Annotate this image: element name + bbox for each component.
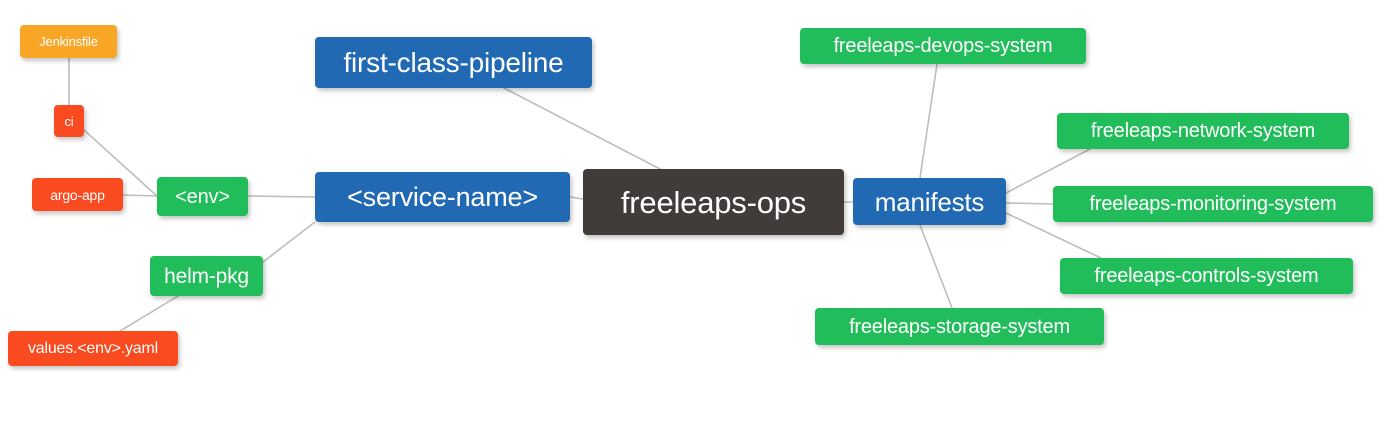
edge-manifests-to-freeleaps-devops-system <box>919 63 938 179</box>
node-label: values.<env>.yaml <box>27 339 158 357</box>
mindmap-node-freeleaps-monitoring-system[interactable]: freeleaps-monitoring-system <box>1053 186 1373 222</box>
node-label: freeleaps-monitoring-system <box>1089 193 1337 215</box>
edge-manifests-to-freeleaps-monitoring-system <box>1005 202 1054 205</box>
node-label: ci <box>64 113 74 129</box>
mindmap-node-argo-app[interactable]: argo-app <box>32 178 123 211</box>
node-label: Jenkinsfile <box>39 34 98 49</box>
edge-argo-app-to-env <box>122 194 158 197</box>
edge-manifests-to-freeleaps-storage-system <box>919 224 953 309</box>
node-label: <env> <box>175 185 230 208</box>
edge-first-class-pipeline-to-freeleaps-ops <box>503 87 661 170</box>
mindmap-node-first-class-pipeline[interactable]: first-class-pipeline <box>315 37 592 88</box>
mindmap-node-service-name[interactable]: <service-name> <box>315 172 570 222</box>
mindmap-node-freeleaps-controls-system[interactable]: freeleaps-controls-system <box>1060 258 1353 294</box>
node-label: freeleaps-storage-system <box>849 315 1070 338</box>
node-label: freeleaps-ops <box>620 184 807 220</box>
node-label: freeleaps-controls-system <box>1094 265 1319 287</box>
mindmap-node-helm-pkg[interactable]: helm-pkg <box>150 256 263 296</box>
node-label: first-class-pipeline <box>343 46 564 78</box>
mindmap-node-manifests[interactable]: manifests <box>853 178 1006 225</box>
node-label: helm-pkg <box>164 264 249 288</box>
mindmap-node-freeleaps-storage-system[interactable]: freeleaps-storage-system <box>815 308 1104 345</box>
node-label: manifests <box>874 186 985 217</box>
node-label: freeleaps-network-system <box>1090 120 1316 142</box>
edge-service-name-to-helm-pkg <box>262 221 316 263</box>
edge-env-to-service-name <box>247 195 316 198</box>
mindmap-node-jenkinsfile[interactable]: Jenkinsfile <box>20 25 117 58</box>
mindmap-node-freeleaps-ops[interactable]: freeleaps-ops <box>583 169 844 235</box>
mindmap-node-freeleaps-devops-system[interactable]: freeleaps-devops-system <box>800 28 1086 64</box>
node-label: argo-app <box>50 186 105 203</box>
edge-helm-pkg-to-values-yaml <box>119 295 179 332</box>
node-label: freeleaps-devops-system <box>833 35 1053 57</box>
mindmap-node-env[interactable]: <env> <box>157 177 248 216</box>
edge-service-name-to-freeleaps-ops <box>569 196 584 200</box>
node-label: <service-name> <box>347 181 538 212</box>
mindmap-node-ci[interactable]: ci <box>54 105 84 137</box>
mindmap-node-values-yaml[interactable]: values.<env>.yaml <box>8 331 178 366</box>
mindmap-node-freeleaps-network-system[interactable]: freeleaps-network-system <box>1057 113 1349 149</box>
